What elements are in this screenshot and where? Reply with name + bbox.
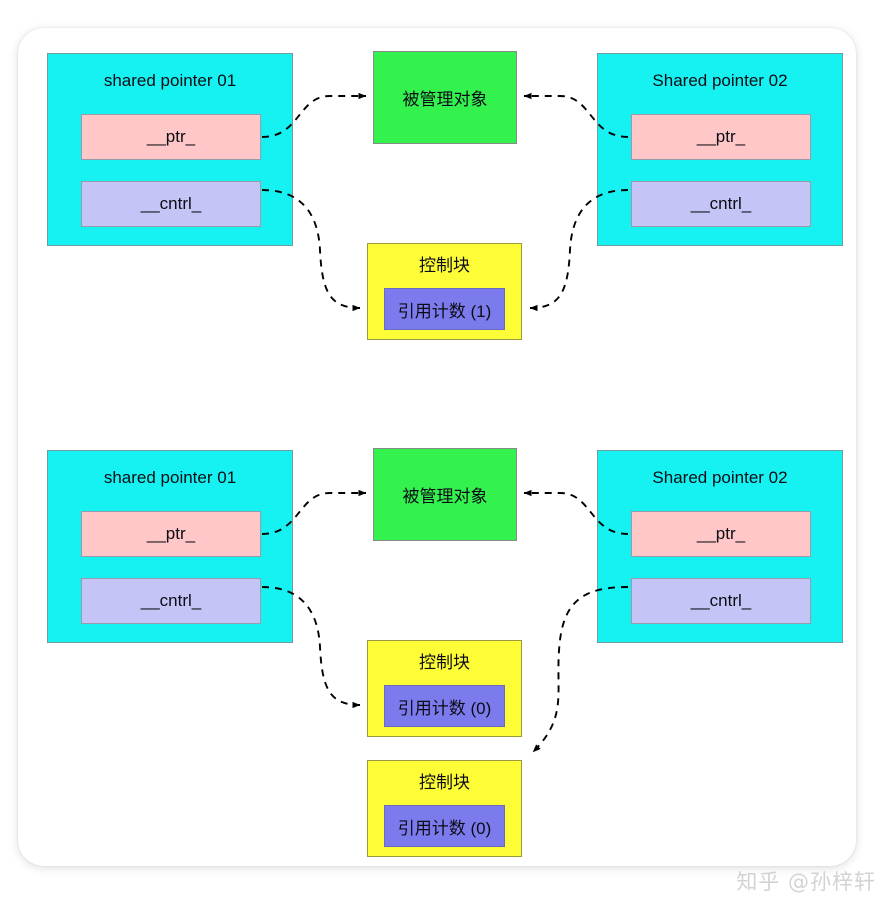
control-block-bottom-1: 控制块 引用计数 (0): [367, 640, 522, 737]
field-cntrl: __cntrl_: [631, 578, 811, 624]
shared-pointer-panel-bottom-right: Shared pointer 02 __ptr_ __cntrl_: [597, 450, 843, 643]
managed-object-box-bottom: 被管理对象: [373, 448, 517, 541]
reference-count-badge: 引用计数 (1): [384, 288, 505, 330]
shared-pointer-panel-top-left: shared pointer 01 __ptr_ __cntrl_: [47, 53, 293, 246]
shared-pointer-panel-top-right: Shared pointer 02 __ptr_ __cntrl_: [597, 53, 843, 246]
watermark: 知乎 @孙梓轩: [736, 870, 876, 894]
field-ptr: __ptr_: [631, 114, 811, 160]
panel-title: Shared pointer 02: [652, 468, 788, 487]
panel-title: shared pointer 01: [103, 468, 237, 487]
control-block-title: 控制块: [419, 256, 470, 275]
control-block-title: 控制块: [419, 773, 470, 792]
panel-title: shared pointer 01: [103, 71, 237, 90]
control-block-bottom-2: 控制块 引用计数 (0): [367, 760, 522, 857]
field-ptr: __ptr_: [81, 511, 261, 557]
field-cntrl: __cntrl_: [81, 181, 261, 227]
managed-object-box-top: 被管理对象: [373, 51, 517, 144]
reference-count-badge: 引用计数 (0): [384, 685, 505, 727]
field-cntrl: __cntrl_: [81, 578, 261, 624]
shared-pointer-panel-bottom-left: shared pointer 01 __ptr_ __cntrl_: [47, 450, 293, 643]
control-block-top: 控制块 引用计数 (1): [367, 243, 522, 340]
control-block-title: 控制块: [419, 653, 470, 672]
field-cntrl: __cntrl_: [631, 181, 811, 227]
field-ptr: __ptr_: [631, 511, 811, 557]
field-ptr: __ptr_: [81, 114, 261, 160]
reference-count-badge: 引用计数 (0): [384, 805, 505, 847]
panel-title: Shared pointer 02: [652, 71, 788, 90]
